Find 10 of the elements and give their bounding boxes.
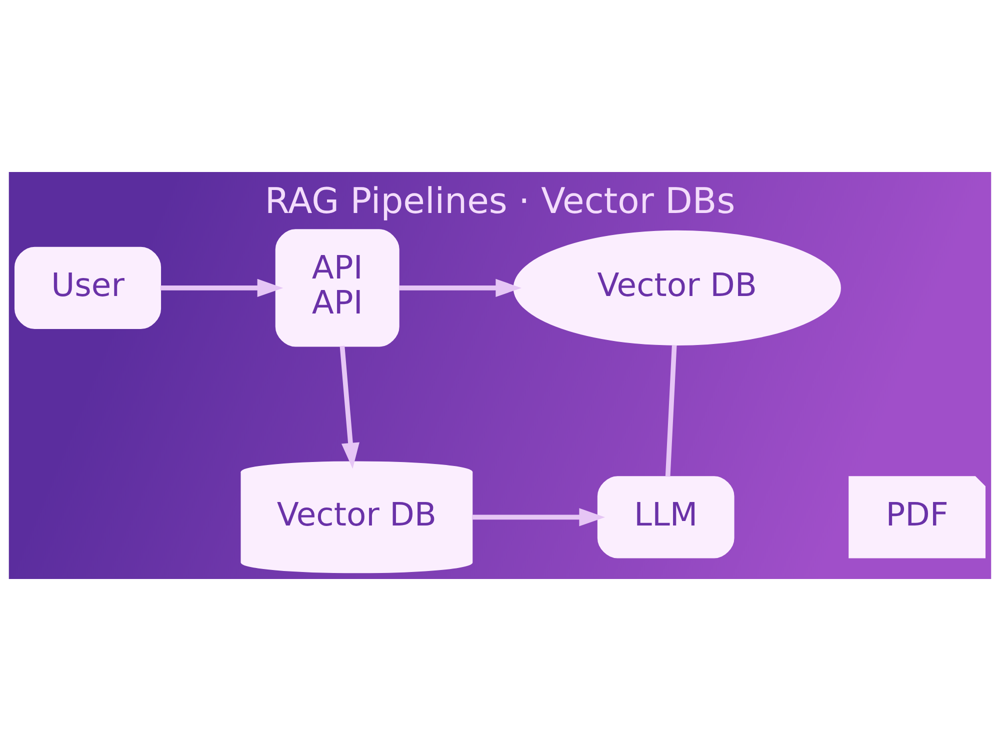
node-ellipse: Vector DB — [513, 230, 841, 345]
node-box: User — [14, 246, 162, 328]
arrow — [399, 278, 522, 296]
node-box: LLM — [597, 476, 734, 558]
connector — [665, 344, 677, 476]
arrow — [160, 278, 284, 296]
node-box: API API — [275, 228, 400, 346]
arrow — [472, 508, 606, 526]
diagram-title: RAG Pipelines · Vector DBs — [264, 180, 736, 222]
arrow — [340, 345, 360, 468]
